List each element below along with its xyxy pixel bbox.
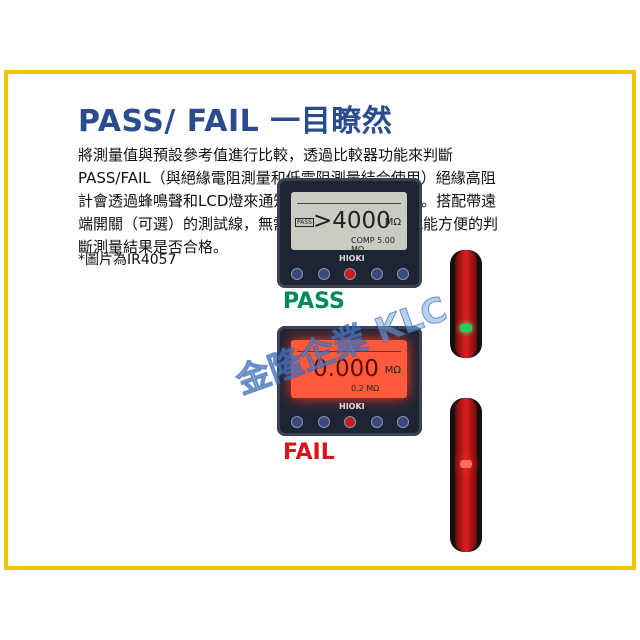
fail-label: FAIL [283,440,335,465]
lcd-pass-tag: PASS [295,218,314,227]
meter-buttons [291,416,409,428]
description-line: 斷測量結果是否合格。 [78,238,229,256]
lcd-comp-value: COMP 5.00 MΩ [351,236,395,254]
comp-button-icon [370,268,383,280]
meter-fail-image: 0.000 MΩ 0.2 MΩ HIOKI [277,326,422,436]
zero-adj-button-icon [317,416,330,428]
comp-button-icon [370,416,383,428]
lcd-reading: >4000 [313,208,391,234]
probe-body [455,250,477,358]
probe-red-led-icon [460,460,472,468]
light-button-icon [291,268,303,280]
lcd-display-fail: 0.000 MΩ 0.2 MΩ [291,340,407,398]
lcd-unit: MΩ [384,365,401,376]
range-button-icon [397,416,409,428]
range-button-icon [397,268,409,280]
page-title: PASS/ FAIL 一目瞭然 [78,104,393,139]
probe-fail-image [450,398,482,552]
pass-label: PASS [283,289,345,314]
probe-body [455,398,477,552]
analog-scale [297,343,401,352]
content-frame: PASS/ FAIL 一目瞭然 將測量值與預設參考值進行比較，透過比較器功能來判… [4,70,636,570]
zero-adj-button-icon [317,268,330,280]
lcd-display-pass: PASS >4000 MΩ COMP 5.00 MΩ [291,192,407,254]
brand-logo: HIOKI [339,254,365,263]
meter-buttons [291,268,409,280]
lcd-reading: 0.000 [313,356,379,382]
lcd-unit: MΩ [384,217,401,228]
test-button-icon [344,268,356,280]
description-line: 將測量值與預設參考值進行比較，透過比較器功能來判斷 [78,146,454,164]
image-note: *圖片為IR4057 [78,252,177,268]
lcd-comp-value: 0.2 MΩ [351,384,380,393]
brand-logo: HIOKI [339,402,365,411]
test-button-icon [344,416,356,428]
analog-scale [297,195,401,204]
probe-green-led-icon [460,324,472,332]
meter-pass-image: PASS >4000 MΩ COMP 5.00 MΩ HIOKI [277,178,422,288]
light-button-icon [291,416,303,428]
probe-pass-image [450,250,482,358]
